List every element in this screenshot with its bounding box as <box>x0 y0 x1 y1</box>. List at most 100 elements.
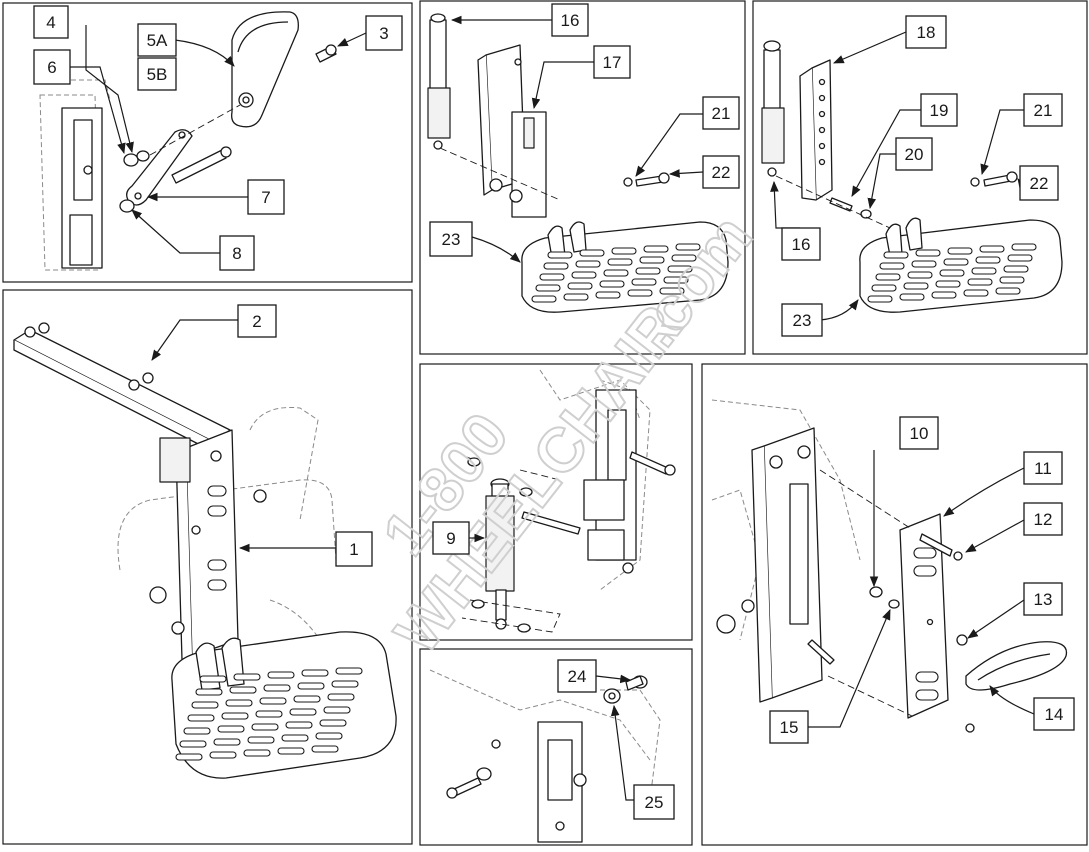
callout-label-text: 23 <box>442 230 461 249</box>
footplate-slot <box>323 706 351 714</box>
footplate-slot <box>217 725 245 733</box>
footplate-slot <box>225 699 253 707</box>
footplate-slot <box>531 295 557 303</box>
leader-lines <box>70 15 1035 801</box>
footplate-slot <box>543 262 569 270</box>
callout-label: 23 <box>429 221 473 257</box>
callout-label: 24 <box>557 659 597 693</box>
callout-label-text: 5B <box>147 65 168 84</box>
callout-label: 4 <box>33 5 69 39</box>
callout-label-text: 24 <box>568 667 587 686</box>
footplate-slot <box>319 719 347 727</box>
callout-label-text: 23 <box>793 311 812 330</box>
footplate-slot <box>607 258 633 266</box>
footplate-slot <box>903 282 929 290</box>
footplate-slot <box>1003 265 1029 273</box>
panel-actuator <box>419 363 693 641</box>
footplate-slot <box>975 256 1001 264</box>
footplate-slot <box>871 284 897 292</box>
callout-label: 20 <box>895 137 933 171</box>
footplate-b-slots <box>867 243 1037 303</box>
callout-label-text: 19 <box>930 101 949 120</box>
callout-label: 25 <box>633 784 675 820</box>
callout-label-text: 22 <box>1030 174 1049 193</box>
callout-label-text: 9 <box>446 529 455 548</box>
callout-label-text: 12 <box>1034 510 1053 529</box>
callout-label-text: 6 <box>47 58 56 77</box>
footplate-slot <box>263 684 291 692</box>
footplate-slot <box>939 269 965 277</box>
footplate-slot <box>183 727 211 735</box>
callout-label-text: 18 <box>917 23 936 42</box>
callout-label: 23 <box>781 303 823 337</box>
callout-label-text: 25 <box>645 793 664 812</box>
callout-label: 15 <box>769 710 809 744</box>
callout-label: 5A <box>137 23 177 57</box>
footplate-slot <box>277 747 305 755</box>
callout-label-text: 15 <box>780 718 799 737</box>
footplate-slot <box>631 278 657 286</box>
callout-label: 16 <box>551 3 589 37</box>
callout-label: 21 <box>702 96 740 130</box>
footplate-slot <box>931 291 957 299</box>
armrest-drawing <box>39 11 337 271</box>
bracket-drawing <box>711 399 1068 733</box>
callout-label-text: 10 <box>910 424 929 443</box>
callout-label: 2 <box>237 304 277 338</box>
callout-label: 19 <box>920 93 958 127</box>
footplate-slot <box>671 254 697 262</box>
footplate-slot <box>243 749 271 757</box>
footplate-slot <box>979 245 1005 253</box>
footplate-slot <box>883 251 909 259</box>
callout-label: 22 <box>1019 165 1059 201</box>
footplate-slot <box>259 697 287 705</box>
footplate-slot <box>213 738 241 746</box>
footplate-slot <box>285 721 313 729</box>
callout-label-text: 7 <box>261 188 270 207</box>
footplate-slot <box>639 256 665 264</box>
callout-label-text: 1 <box>349 540 358 559</box>
footplate-slot <box>579 249 605 257</box>
callout-label: 18 <box>905 15 947 49</box>
footplate-slot <box>947 247 973 255</box>
footplate-slot <box>255 710 283 718</box>
footplate-slot <box>571 271 597 279</box>
callout-label-text: 14 <box>1045 705 1064 724</box>
footplate-slot <box>297 682 325 690</box>
footplate-slot <box>247 736 275 744</box>
footplate-slot <box>599 280 625 288</box>
footplate-slot <box>251 723 279 731</box>
footplate-slot <box>327 693 355 701</box>
footplate-slot <box>875 273 901 281</box>
footplate-slot <box>667 265 693 273</box>
footplate-slot <box>899 293 925 301</box>
footplate-slot <box>301 669 329 677</box>
footplate-slot <box>627 289 653 297</box>
callout-label: 16 <box>781 227 821 261</box>
callout-label: 6 <box>33 49 71 85</box>
footplate-slot <box>967 278 993 286</box>
callout-label: 1 <box>335 531 373 567</box>
callout-label-text: 8 <box>232 244 241 263</box>
callout-label: 8 <box>219 235 255 271</box>
callout-label-text: 11 <box>1034 459 1052 478</box>
footplate-slot <box>575 260 601 268</box>
footplate-slot <box>187 714 215 722</box>
footplate-slot <box>563 293 589 301</box>
callout-label: 12 <box>1023 502 1063 536</box>
callout-label-text: 4 <box>46 13 55 32</box>
footplate-slot <box>915 249 941 257</box>
footplate-slot <box>281 734 309 742</box>
footplate-slot <box>233 673 261 681</box>
footplate-slot <box>659 287 685 295</box>
footplate-slot <box>221 712 249 720</box>
footplate-slot <box>199 675 227 683</box>
footplate-slot <box>289 708 317 716</box>
main-footplate-slots <box>175 667 363 761</box>
footplate-slot <box>195 688 223 696</box>
footplate-slot <box>179 740 207 748</box>
footplate-slot <box>635 267 661 275</box>
callout-labels: 4 5A 5B 3 6 7 8 16 17 21 22 23 18 19 21 … <box>33 3 1075 820</box>
footplate-slot <box>191 701 219 709</box>
